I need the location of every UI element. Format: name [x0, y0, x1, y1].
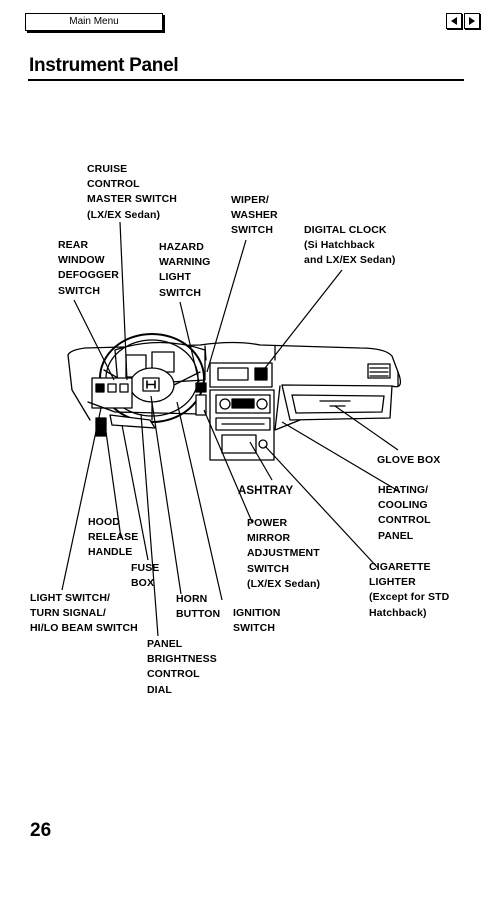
heating-cooling-label: HEATING/ COOLING CONTROL PANEL [378, 484, 431, 542]
next-page-button[interactable] [464, 13, 480, 29]
cigarette-lighter-label: CIGARETTE LIGHTER (Except for STD Hatchb… [369, 561, 450, 619]
hazard-warning-label: HAZARD WARNING LIGHT SWITCH [159, 241, 211, 299]
rear-defogger-label: REAR WINDOW DEFOGGER SWITCH [58, 239, 119, 297]
wiper-washer-label: WIPER/ WASHER SWITCH [231, 194, 278, 237]
panel-brightness-label: PANEL BRIGHTNESS CONTROL DIAL [147, 638, 217, 696]
previous-page-button[interactable] [446, 13, 462, 29]
hood-release-label: HOOD RELEASE HANDLE [88, 516, 139, 559]
fuse-box-label: FUSE BOX [131, 562, 160, 590]
light-switch-label: LIGHT SWITCH/ TURN SIGNAL/ HI/LO BEAM SW… [30, 592, 138, 635]
glove-box-label: GLOVE BOX [377, 454, 441, 466]
digital-clock-label: DIGITAL CLOCK (Si Hatchback and LX/EX Se… [304, 224, 396, 267]
page-title: Instrument Panel [29, 55, 179, 76]
main-menu-button[interactable]: Main Menu [25, 13, 163, 31]
triangle-left-icon [451, 17, 457, 25]
cruise-control-label: CRUISE CONTROL MASTER SWITCH (LX/EX Seda… [87, 163, 177, 221]
horn-button-label: HORN BUTTON [176, 593, 221, 621]
title-divider [28, 79, 464, 81]
ashtray-label: ASHTRAY [238, 485, 294, 497]
page-number: 26 [30, 820, 52, 841]
ignition-switch-label: IGNITION SWITCH [233, 607, 281, 635]
power-mirror-label: POWER MIRROR ADJUSTMENT SWITCH (LX/EX Se… [247, 517, 321, 590]
triangle-right-icon [469, 17, 475, 25]
